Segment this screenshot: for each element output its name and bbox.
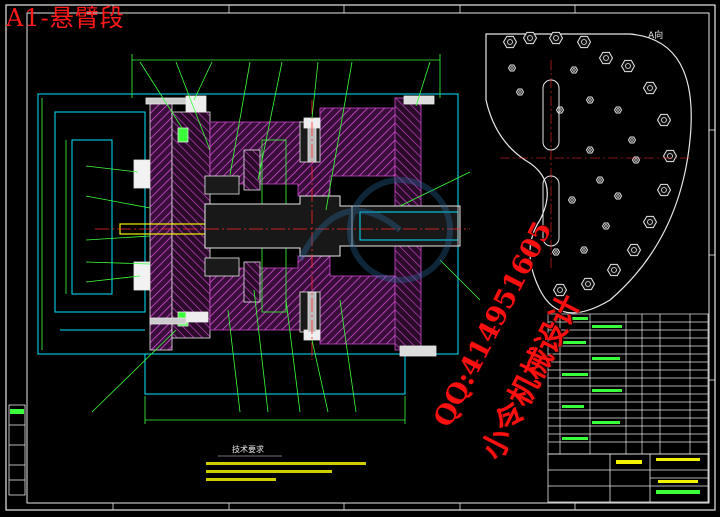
bolt-hole <box>627 136 637 144</box>
bolt-hole <box>569 66 579 74</box>
bolt-hole-center <box>631 247 637 253</box>
bolt-hole-center <box>510 66 514 70</box>
bolt-hole <box>551 248 561 256</box>
bolt-hole-center <box>667 153 673 159</box>
bolt-hole <box>613 106 623 114</box>
a-view-flange: A向 <box>485 29 692 314</box>
bolt-hole <box>642 215 658 229</box>
bolt-hole-center <box>588 98 592 102</box>
bolt-hole <box>656 113 672 127</box>
bolt-hole-center <box>581 39 587 45</box>
bolt-hole <box>522 31 538 45</box>
notes-heading: 技术要求 <box>232 444 264 454</box>
bolt-hole <box>642 81 658 95</box>
part-leaders <box>85 61 481 413</box>
bolt-hole-center <box>603 55 609 61</box>
drawing-frame <box>5 4 716 511</box>
bolt-hole-center <box>647 219 653 225</box>
bolt-hole <box>613 192 623 200</box>
bolt-hole-center <box>588 148 592 152</box>
revision-strip <box>8 404 26 496</box>
bolt-hole <box>576 35 592 49</box>
bolt-hole <box>567 196 577 204</box>
bolt-hole-center <box>625 63 631 69</box>
bolt-hole <box>601 222 611 230</box>
bolt-hole-center <box>582 248 586 252</box>
bolt-hole-center <box>647 85 653 91</box>
centerlines <box>95 100 470 360</box>
bolt-hole <box>515 88 525 96</box>
title-block <box>547 453 709 503</box>
bolt-hole <box>548 31 564 45</box>
bolt-hole <box>631 156 641 164</box>
bolt-hole-center <box>557 287 563 293</box>
bolt-hole-center <box>553 35 559 41</box>
drawing-title: A1-悬臂段 <box>6 4 125 32</box>
dimension-lines <box>41 54 441 424</box>
bolt-hole-center <box>518 90 522 94</box>
bolt-hole-center <box>554 250 558 254</box>
watermark-logo <box>297 177 453 283</box>
bolt-hole <box>552 283 568 297</box>
bolt-hole <box>585 146 595 154</box>
bolt-hole-center <box>661 117 667 123</box>
bolt-hole-center <box>572 68 576 72</box>
bolt-hole <box>580 277 596 291</box>
technical-notes: 技术要求 <box>206 444 366 481</box>
parts-list-table <box>547 313 709 455</box>
bolt-hole-center <box>585 281 591 287</box>
bolt-hole-center <box>661 187 667 193</box>
bolt-hole <box>626 243 642 257</box>
bolt-hole-center <box>616 194 620 198</box>
bolt-hole-center <box>604 224 608 228</box>
bolt-hole <box>595 176 605 184</box>
bolt-hole <box>662 149 678 163</box>
bolt-hole-center <box>634 158 638 162</box>
bolt-hole <box>598 51 614 65</box>
bolt-hole <box>656 183 672 197</box>
bolt-hole-center <box>570 198 574 202</box>
bolt-hole-center <box>616 108 620 112</box>
bolt-hole-center <box>527 35 533 41</box>
main-shaft <box>119 195 461 257</box>
view-label: A向 <box>648 29 663 41</box>
bolt-hole <box>579 246 589 254</box>
bolt-hole-center <box>611 267 617 273</box>
bolt-hole <box>585 96 595 104</box>
bolt-hole <box>507 64 517 72</box>
bolt-hole <box>555 106 565 114</box>
bolt-hole <box>620 59 636 73</box>
bolt-hole-center <box>630 138 634 142</box>
bolt-hole <box>502 35 518 49</box>
bolt-hole-center <box>598 178 602 182</box>
bolt-hole-pattern <box>502 31 678 297</box>
bolt-hole-center <box>507 39 513 45</box>
bolt-hole <box>606 263 622 277</box>
